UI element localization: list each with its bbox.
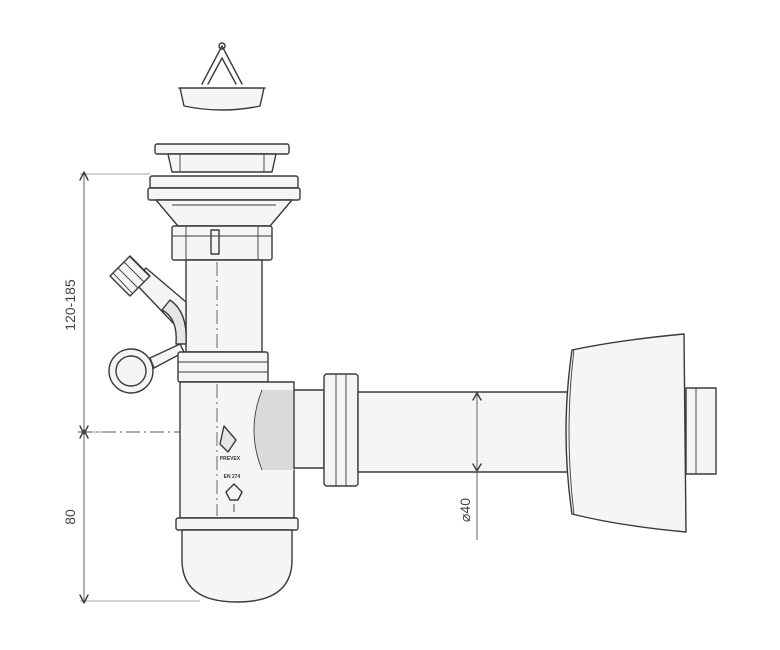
overflow-hose-connector (108, 255, 187, 394)
outlet-nut (293, 373, 359, 487)
dimension-label-height-top: 120-185 (62, 279, 78, 331)
upper-nut (171, 225, 273, 261)
brand-marking: PREVEX (220, 456, 241, 462)
strainer-flange (147, 143, 301, 227)
wall-rosette (565, 333, 717, 533)
outlet-pipe (357, 391, 573, 473)
standard-marking: EN 274 (224, 474, 241, 480)
recycle-symbol-icon (225, 483, 243, 501)
diameter-label: ⌀40 (457, 498, 473, 522)
diameter-dimension: ⌀40 (457, 392, 482, 540)
siphon-body: PREVEX EN 274 (179, 381, 295, 519)
brand-logo-icon (219, 425, 237, 453)
bottom-cup (175, 517, 299, 603)
dimension-group: 120-185 80 (62, 171, 200, 604)
dimension-label-height-bottom: 80 (62, 509, 78, 525)
middle-nut (177, 351, 269, 383)
stopper-plug (178, 42, 266, 111)
